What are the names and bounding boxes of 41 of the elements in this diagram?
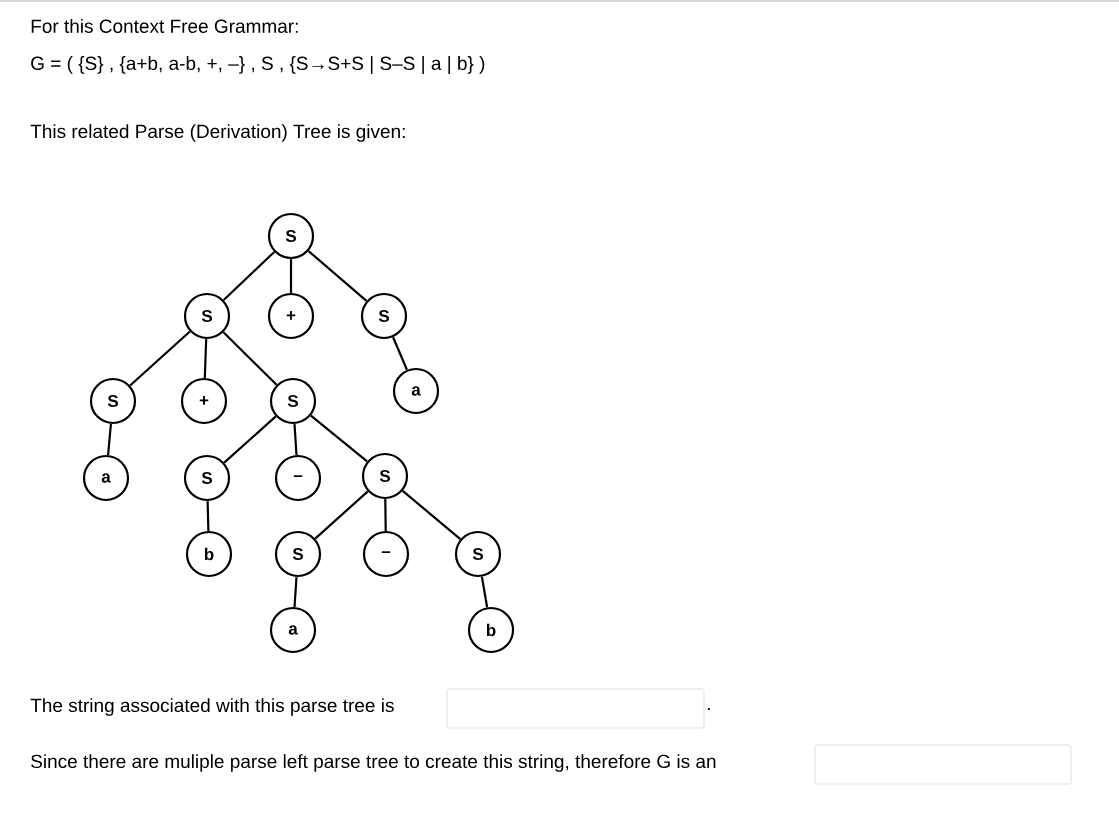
tree-node: + bbox=[267, 292, 315, 340]
tree-node: a bbox=[82, 454, 130, 502]
grammar-text: G = ( {S} , {a+b, a-b, +, –} , S , {S→S+S | S–S | a | b} ) bbox=[31, 56, 485, 74]
tree-node: – bbox=[362, 530, 410, 578]
tree-edge bbox=[384, 499, 387, 531]
sentence-text: Since there are muliple parse left parse tree to create this string, therefore G is an bbox=[31, 754, 716, 772]
tree-node: S bbox=[454, 530, 502, 578]
tree-node: S bbox=[89, 377, 137, 425]
tree-edge bbox=[392, 336, 408, 371]
tree-node: + bbox=[180, 377, 228, 425]
tree-edge bbox=[222, 251, 276, 301]
tree-node: a bbox=[269, 606, 317, 654]
tree-edge bbox=[314, 490, 369, 540]
tree-node: S bbox=[183, 292, 231, 340]
tree-edge bbox=[307, 250, 368, 302]
period: . bbox=[707, 708, 710, 710]
tree-edge bbox=[293, 424, 298, 456]
tree-node: S bbox=[269, 377, 317, 425]
tree-node: S bbox=[183, 454, 231, 502]
tree-edge bbox=[222, 331, 278, 386]
tree-edge bbox=[203, 339, 208, 378]
tree-edge bbox=[129, 330, 191, 387]
sentence-text: The string associated with this parse tree is bbox=[30, 698, 394, 716]
tree-edge bbox=[293, 577, 298, 608]
tree-node: – bbox=[274, 454, 322, 502]
tree-edge bbox=[480, 576, 489, 608]
tree-node: a bbox=[392, 367, 440, 415]
tree-node: S bbox=[360, 292, 408, 340]
tree-node: b bbox=[185, 530, 233, 578]
tree-node: b bbox=[467, 606, 515, 654]
tree-edge bbox=[206, 501, 210, 531]
tree-node: S bbox=[274, 530, 322, 578]
tree-node: S bbox=[361, 452, 409, 500]
tree-edge bbox=[402, 490, 461, 540]
tree-edge bbox=[310, 414, 368, 463]
tree-edge bbox=[107, 423, 112, 456]
tree-edge bbox=[223, 415, 277, 464]
question-text: For this Context Free Grammar: bbox=[31, 19, 298, 33]
tree-node: S bbox=[267, 212, 315, 260]
tree-edge bbox=[289, 259, 293, 293]
question-text: This related Parse (Derivation) Tree is given: bbox=[30, 124, 405, 142]
